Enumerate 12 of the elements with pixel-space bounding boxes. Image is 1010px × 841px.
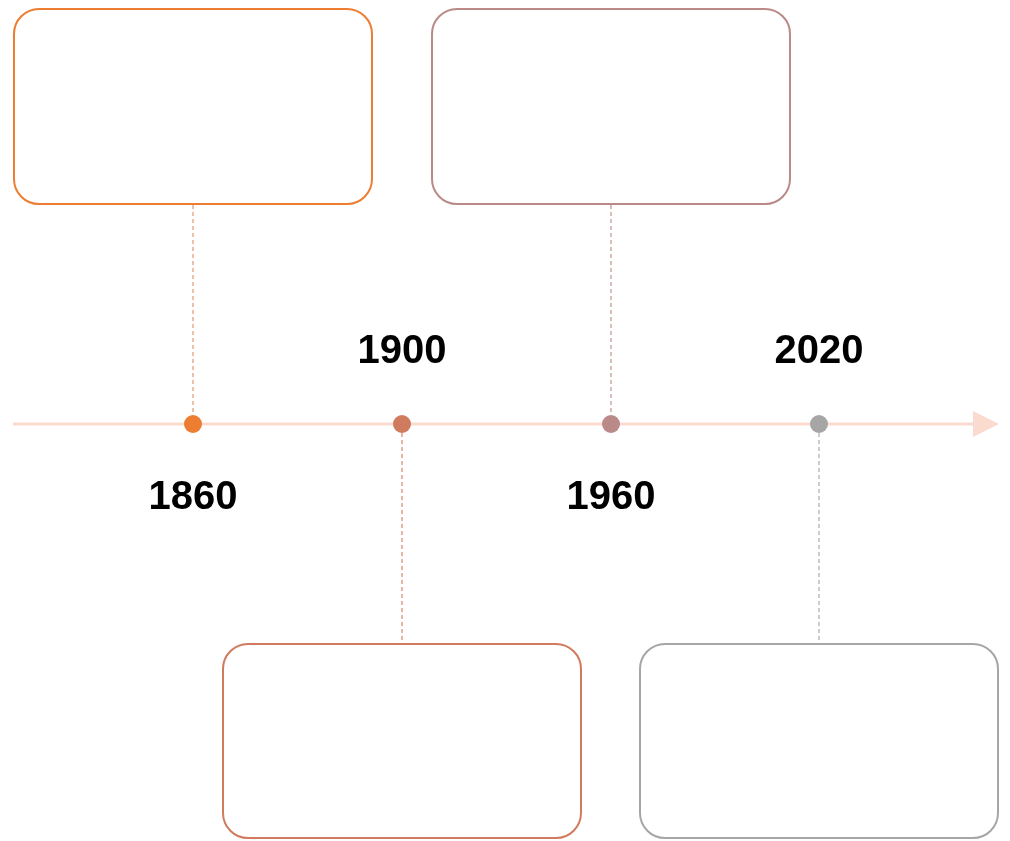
timeline-dot (602, 415, 620, 433)
year-label: 1960 (566, 475, 656, 515)
timeline-dot (184, 415, 202, 433)
year-label: 1900 (357, 329, 447, 369)
year-label: 1860 (148, 475, 238, 515)
rounded-box (431, 8, 791, 205)
year-label: 2020 (774, 329, 864, 369)
timeline-dot (810, 415, 828, 433)
rounded-box (639, 643, 999, 839)
rounded-box (13, 8, 373, 205)
rounded-box (222, 643, 582, 839)
timeline-dot (393, 415, 411, 433)
